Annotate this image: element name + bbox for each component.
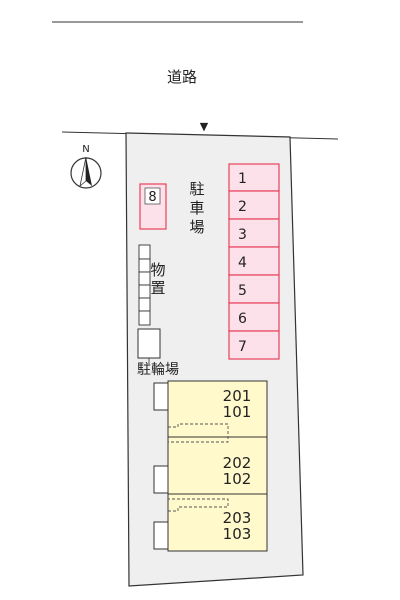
parking-spaces: 1 2 3 4 5 6 7 bbox=[228, 163, 280, 360]
storage-label: 物 置 bbox=[150, 261, 165, 297]
parking-space-2-number: 2 bbox=[238, 199, 247, 215]
parking-space-1-number: 1 bbox=[238, 171, 247, 187]
parking-space-8-tag bbox=[144, 187, 161, 205]
svg-text:駐: 駐 bbox=[189, 180, 204, 198]
balcony-3 bbox=[153, 521, 169, 550]
unit-number-201: 201 bbox=[223, 387, 252, 405]
parking-space-4-number: 4 bbox=[238, 255, 247, 271]
entrance-marker-icon: ▼ bbox=[200, 120, 209, 133]
unit-block-202-102 bbox=[167, 436, 268, 495]
svg-text:物: 物 bbox=[150, 261, 165, 279]
parking-label: 駐 車 場 bbox=[189, 180, 204, 236]
unit-number-203: 203 bbox=[223, 509, 252, 527]
parking-space-5 bbox=[228, 274, 280, 304]
bicycle-parking-label: 駐輪場 bbox=[137, 361, 179, 378]
parking-space-7-number: 7 bbox=[238, 339, 247, 355]
parking-space-4 bbox=[228, 246, 280, 276]
partition-dashed-2 bbox=[168, 498, 229, 512]
unit-number-202: 202 bbox=[223, 454, 252, 472]
balcony-2 bbox=[153, 465, 169, 494]
parking-space-1 bbox=[228, 163, 280, 192]
parking-space-7 bbox=[228, 330, 280, 360]
unit-number-103: 103 bbox=[223, 525, 252, 543]
road-label: 道路 bbox=[167, 68, 197, 86]
parking-space-6-number: 6 bbox=[238, 311, 247, 327]
north-label: N bbox=[82, 144, 89, 155]
unit-block-203-103 bbox=[167, 493, 268, 552]
partition-dashed-1 bbox=[168, 423, 229, 443]
parking-space-5-number: 5 bbox=[238, 283, 247, 299]
apartment-building: 201 101 202 102 203 103 bbox=[153, 380, 268, 552]
balcony-1 bbox=[153, 382, 169, 411]
parking-space-3 bbox=[228, 218, 280, 248]
svg-text:車: 車 bbox=[189, 199, 204, 217]
svg-text:置: 置 bbox=[150, 279, 165, 297]
parking-space-3-number: 3 bbox=[238, 227, 247, 243]
unit-number-102: 102 bbox=[223, 470, 252, 488]
parking-space-8-number: 8 bbox=[148, 190, 156, 205]
parking-space-2 bbox=[228, 190, 280, 220]
storage-shed bbox=[138, 244, 151, 326]
unit-block-201-101 bbox=[167, 380, 268, 438]
svg-text:場: 場 bbox=[189, 218, 204, 236]
parking-space-6 bbox=[228, 302, 280, 332]
bicycle-parking-area bbox=[137, 328, 161, 359]
unit-number-101: 101 bbox=[223, 403, 252, 421]
north-arrow-icon: N bbox=[70, 144, 102, 189]
